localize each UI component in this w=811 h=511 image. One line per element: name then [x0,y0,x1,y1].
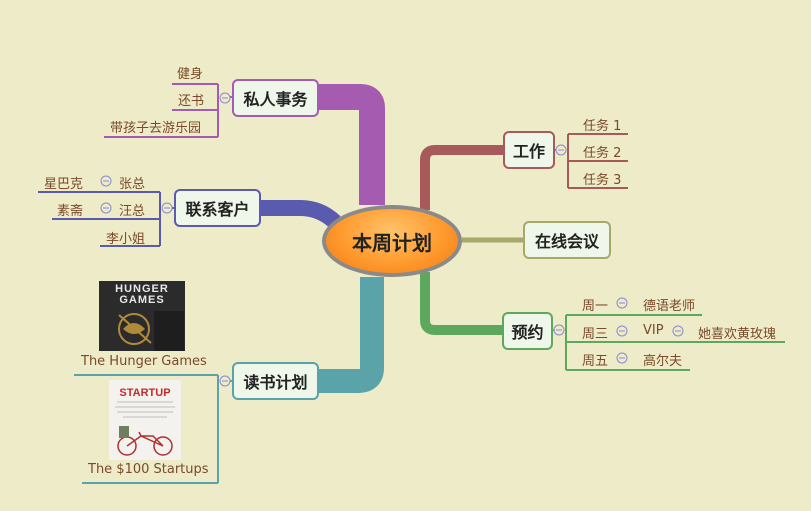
client-starbucks-contact[interactable]: 张总 [119,177,146,192]
central-topic[interactable]: 本周计划 [322,205,462,277]
topic-appointments[interactable]: 预约 [502,312,553,350]
client-miss-li[interactable]: 李小姐 [106,232,146,247]
hunger-games-cover: HUNGER GAMES [99,281,185,351]
personal-item-amusement-park[interactable]: 带孩子去游乐园 [110,121,202,136]
branch-reading [318,277,384,393]
book-title-100-startups[interactable]: The $100 Startups [88,462,209,477]
hunger-games-cover-art: HUNGER GAMES [115,283,184,351]
branch-personal [318,84,385,205]
appointment-wednesday-detail[interactable]: VIP [643,323,664,338]
work-task-1[interactable]: 任务 1 [583,119,622,134]
personal-item-return-book[interactable]: 还书 [178,94,205,109]
topic-reading[interactable]: 读书计划 [232,362,319,400]
svg-text:STARTUP: STARTUP [119,387,170,399]
branch-appointments [420,272,502,335]
appointment-wednesday[interactable]: 周三 [582,327,609,342]
appointment-monday-detail[interactable]: 德语老师 [643,299,696,314]
svg-text:GAMES: GAMES [119,294,164,306]
client-starbucks[interactable]: 星巴克 [44,177,84,192]
work-task-2[interactable]: 任务 2 [583,146,622,161]
topic-work[interactable]: 工作 [503,131,555,169]
appointment-friday-detail[interactable]: 高尔夫 [643,354,683,369]
client-vegetarian-contact[interactable]: 汪总 [119,204,146,219]
branch-work [420,145,503,210]
100-startup-cover-art: STARTUP [115,387,175,456]
svg-text:HUNGER: HUNGER [115,283,169,295]
topic-clients[interactable]: 联系客户 [174,189,261,227]
100-startup-cover: STARTUP [109,380,181,460]
book-title-hunger-games[interactable]: The Hunger Games [81,354,207,369]
appointment-monday[interactable]: 周一 [582,299,609,314]
branch-clients [258,200,341,229]
personal-item-fitness[interactable]: 健身 [177,67,204,82]
appointment-wednesday-note[interactable]: 她喜欢黄玫瑰 [698,327,777,342]
appointment-friday[interactable]: 周五 [582,354,609,369]
client-vegetarian[interactable]: 素斋 [57,204,84,219]
topic-personal[interactable]: 私人事务 [232,79,319,117]
work-task-3[interactable]: 任务 3 [583,173,622,188]
topic-online-meeting[interactable]: 在线会议 [523,221,611,259]
